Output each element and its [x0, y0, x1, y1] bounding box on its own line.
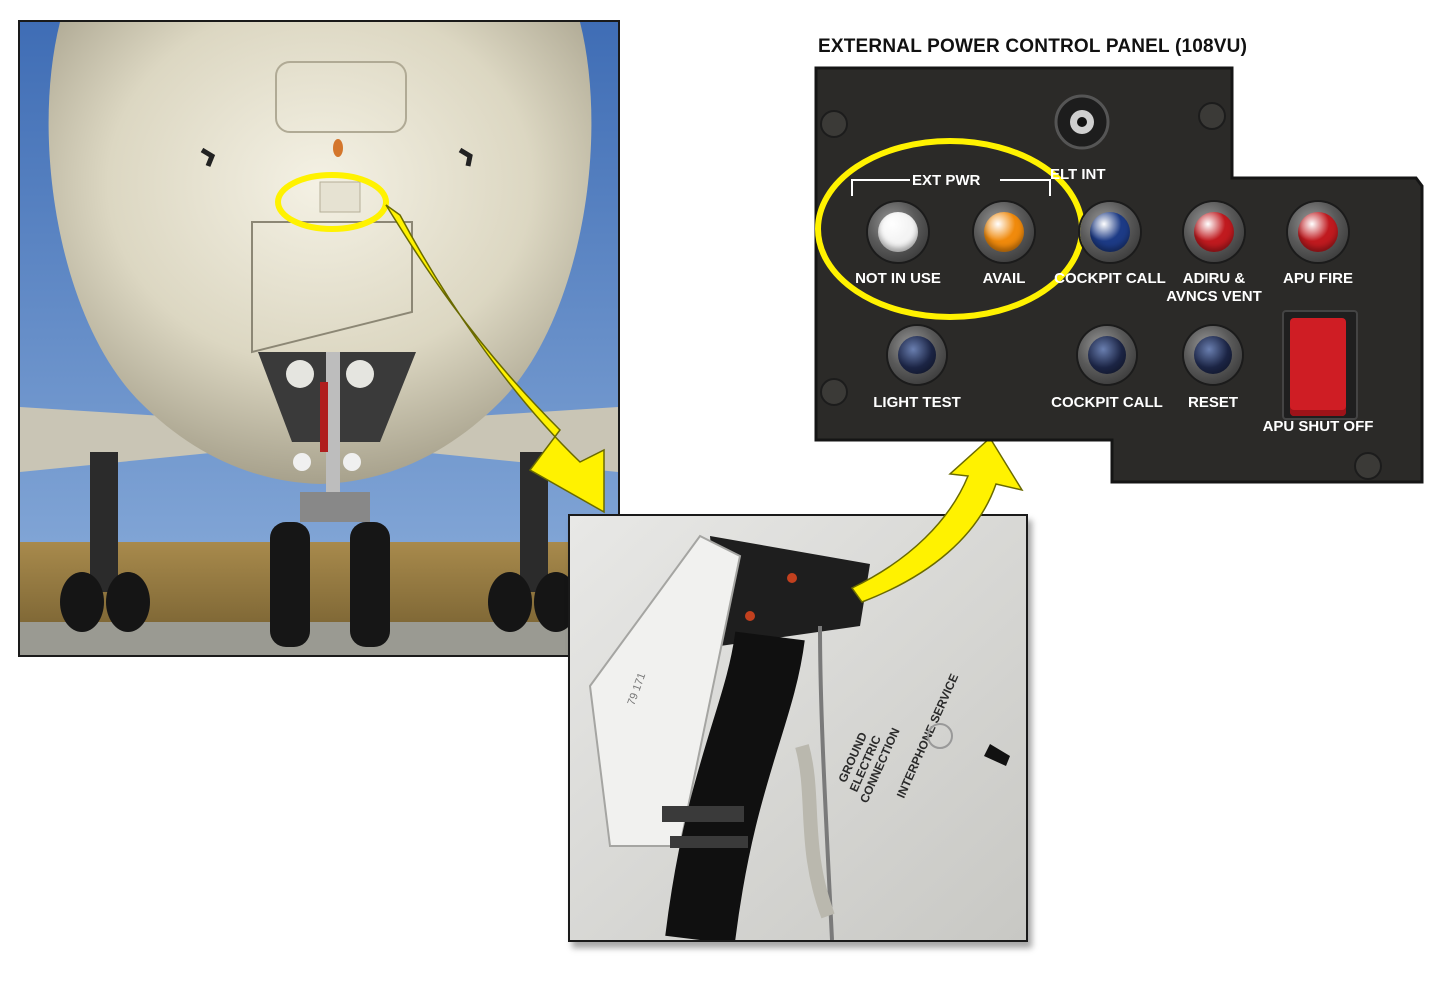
avail-light[interactable]: [984, 212, 1024, 252]
ext-pwr-group-label: EXT PWR: [912, 172, 981, 189]
apu-shut-off-label: APU SHUT OFF: [1262, 418, 1374, 435]
aircraft-nose-illustration: [20, 22, 618, 655]
elt-int-label: ELT INT: [1050, 166, 1106, 183]
avail-label: AVAIL: [982, 270, 1026, 287]
highlight-ellipse-access-door: [275, 172, 389, 232]
panel-body: [814, 66, 1424, 484]
apu-shut-off-guard[interactable]: [1290, 318, 1346, 416]
not-in-use-label: NOT IN USE: [855, 270, 941, 287]
light-test-button[interactable]: [898, 336, 936, 374]
reset-label: RESET: [1187, 394, 1238, 411]
not-in-use-light[interactable]: [878, 212, 918, 252]
aircraft-nose-photo: [18, 20, 620, 657]
apu-fire-label: APU FIRE: [1282, 270, 1353, 287]
reset-button[interactable]: [1194, 336, 1232, 374]
cockpit-call-button[interactable]: [1088, 336, 1126, 374]
cockpit-call-light[interactable]: [1090, 212, 1130, 252]
external-power-control-panel: EXT PWR ELT INT NOT IN USE AVAIL COCKPIT…: [812, 66, 1424, 488]
receptacle-closeup-photo: 79 171 GROUND ELECTRIC CONNECTION INTERP…: [568, 514, 1028, 942]
panel-title: EXTERNAL POWER CONTROL PANEL (108VU): [818, 36, 1248, 57]
cockpit-call-light-label: COCKPIT CALL: [1054, 270, 1166, 287]
cockpit-call-button-label: COCKPIT CALL: [1051, 394, 1163, 411]
light-test-label: LIGHT TEST: [873, 394, 961, 411]
adiru-avncs-vent-label: ADIRU &AVNCS VENT: [1166, 270, 1262, 305]
apu-fire-light[interactable]: [1298, 212, 1338, 252]
receptacle-closeup-illustration: 79 171 GROUND ELECTRIC CONNECTION INTERP…: [570, 516, 1026, 940]
adiru-avncs-vent-light[interactable]: [1194, 212, 1234, 252]
